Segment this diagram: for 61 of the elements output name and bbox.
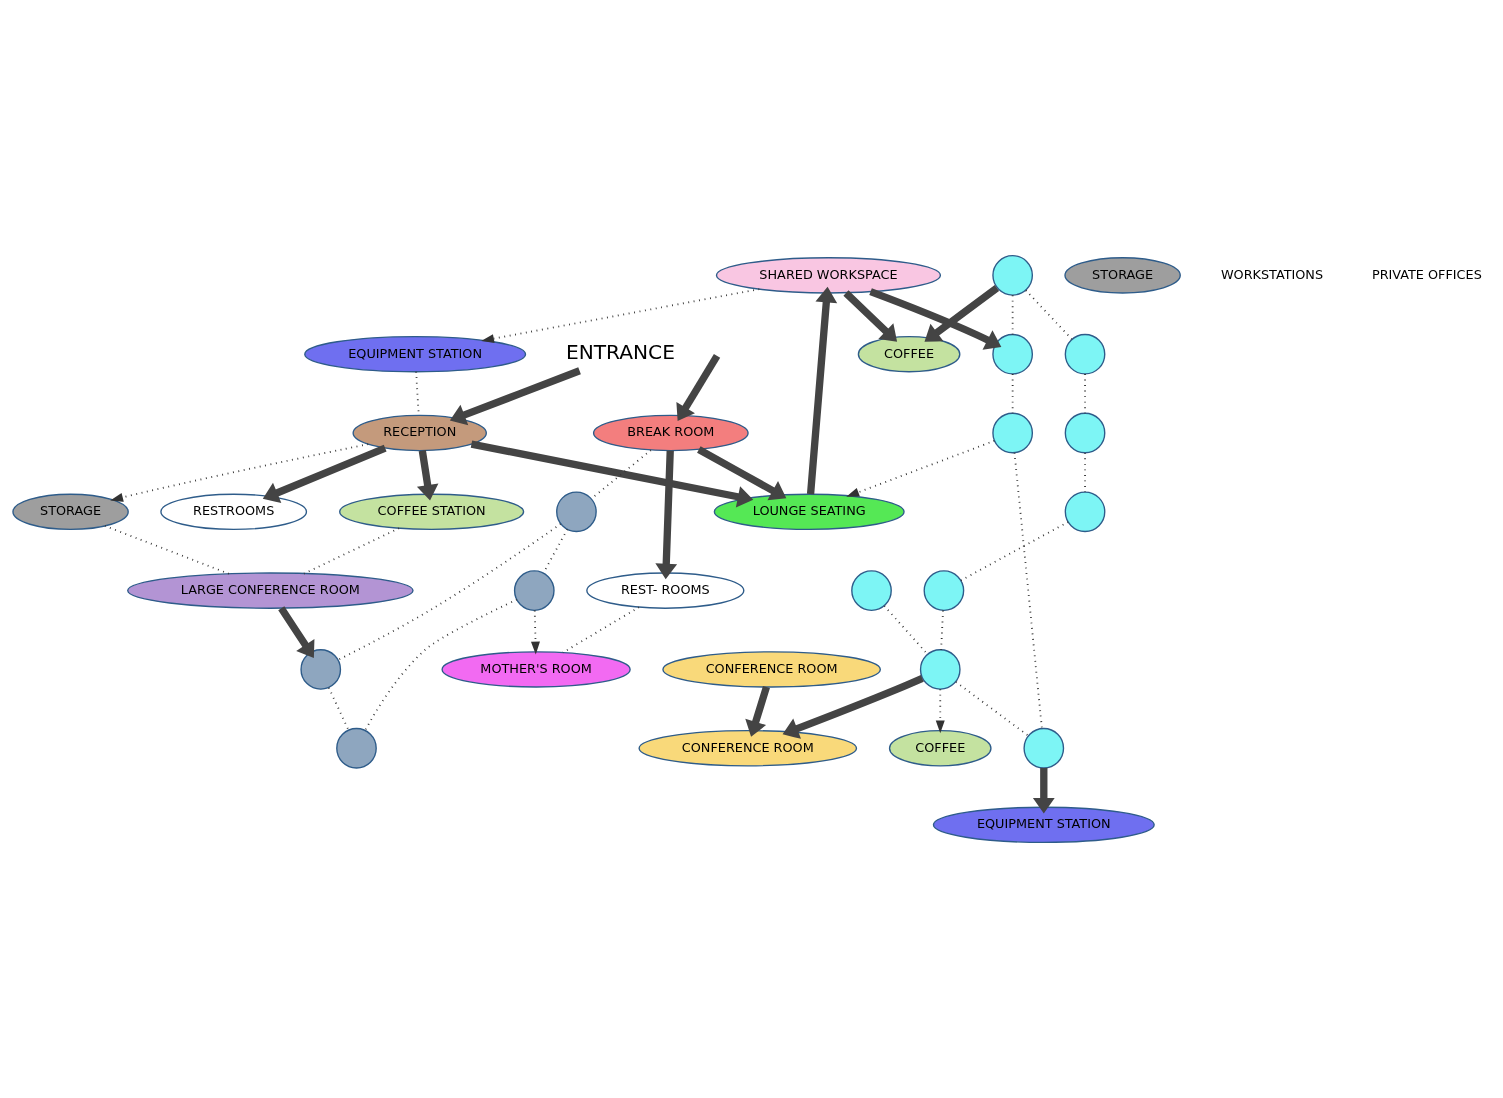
- node-ellipse: LOUNGE SEATING: [713, 493, 905, 531]
- arrow: [843, 290, 898, 342]
- node-ellipse: SHARED WORKSPACE: [715, 257, 942, 294]
- connector: [364, 598, 518, 732]
- connector: [1025, 289, 1073, 341]
- node-circle: [300, 649, 342, 690]
- arrow: [846, 439, 996, 497]
- arrow: [262, 444, 387, 503]
- node-circle: [923, 570, 965, 611]
- node-ellipse: BREAK ROOM: [592, 414, 749, 452]
- arrow: [655, 450, 678, 580]
- arrow: [470, 440, 754, 508]
- node-circle: [992, 412, 1034, 454]
- node-circle: [1064, 412, 1106, 454]
- node-ellipse: COFFEE STATION: [339, 493, 525, 531]
- node-text: ENTRANCE: [565, 340, 675, 365]
- node-ellipse: COFFEE: [888, 729, 992, 767]
- node-circle: [992, 255, 1034, 296]
- arrow: [782, 675, 924, 739]
- node-ellipse: RECEPTION: [352, 414, 487, 452]
- arrow: [676, 354, 721, 421]
- node-ellipse: STORAGE: [1064, 257, 1181, 294]
- connector: [955, 681, 1030, 737]
- label: WORKSTATIONS: [1220, 266, 1324, 282]
- connector: [303, 527, 400, 575]
- node-circle: [851, 570, 892, 611]
- node-circle: [992, 333, 1034, 375]
- node-circle: [1064, 491, 1106, 533]
- node-ellipse: REST- ROOMS: [586, 572, 745, 609]
- node-circle: [336, 727, 377, 769]
- arrow: [449, 367, 581, 426]
- arrow: [924, 285, 1000, 342]
- arrow: [869, 288, 1002, 350]
- node-circle: [1023, 727, 1065, 769]
- arrow: [806, 286, 838, 495]
- arrow: [416, 450, 439, 501]
- arrow: [697, 446, 787, 501]
- node-ellipse: LARGE CONFERENCE ROOM: [127, 572, 414, 609]
- connector: [1013, 451, 1043, 730]
- arrow: [110, 443, 370, 502]
- node-circle: [556, 491, 597, 533]
- connector: [104, 525, 231, 575]
- arrow: [935, 688, 945, 734]
- node-circle: [1064, 333, 1106, 375]
- connector: [960, 521, 1069, 582]
- connector: [327, 686, 350, 732]
- label: PRIVATE OFFICES: [1371, 266, 1482, 282]
- node-ellipse: RESTROOMS: [160, 493, 308, 531]
- node-circle: [513, 570, 555, 611]
- connector: [337, 523, 562, 661]
- connector: [883, 605, 929, 655]
- node-ellipse: COFFEE: [857, 335, 961, 373]
- node-ellipse: CONFERENCE ROOM: [662, 651, 881, 688]
- arrow: [481, 288, 761, 344]
- node-ellipse: CONFERENCE ROOM: [638, 729, 858, 767]
- arrow: [745, 685, 770, 737]
- arrow: [278, 606, 315, 658]
- node-ellipse: MOTHER'S ROOM: [441, 651, 631, 688]
- arrow: [1032, 768, 1055, 814]
- node-ellipse: EQUIPMENT STATION: [932, 806, 1155, 844]
- node-circle: [919, 649, 961, 690]
